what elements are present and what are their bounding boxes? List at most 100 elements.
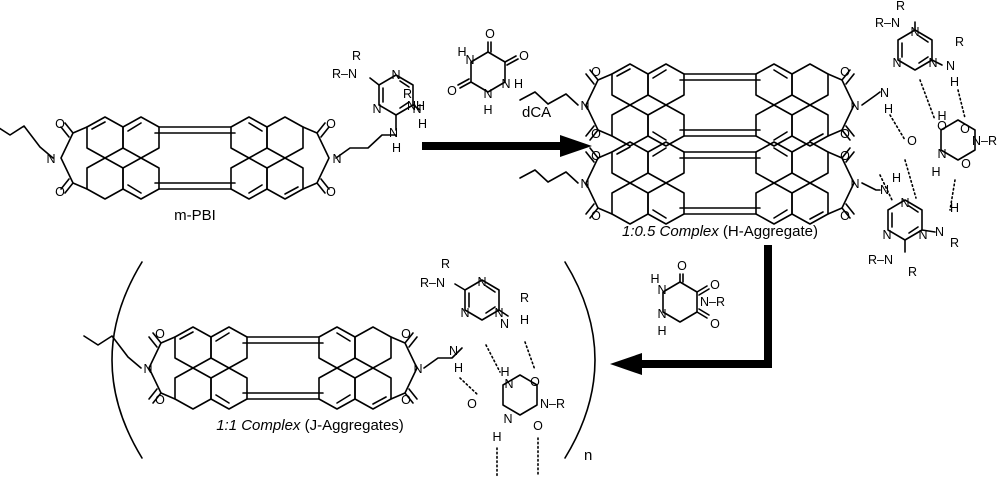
pdi-o: O xyxy=(591,127,601,141)
pdi-o: O xyxy=(840,149,850,163)
amine-n: N xyxy=(946,59,955,73)
cyanurate-n: N xyxy=(503,412,512,426)
amine-r: R xyxy=(403,87,412,101)
triazine-n: N xyxy=(391,68,400,82)
cyanurate-o: O xyxy=(961,157,971,171)
pdi-o: O xyxy=(840,209,850,223)
amine-h: H xyxy=(392,141,401,155)
pdi-o: O xyxy=(155,393,165,407)
arrow-step-2 xyxy=(610,245,772,375)
pdi-n: N xyxy=(413,362,422,376)
triazine-n: N xyxy=(460,306,469,320)
triazine-n: N xyxy=(892,56,901,70)
cyanurate-n: N xyxy=(937,147,946,161)
reagent-dca: O O O N H N H N H dCA xyxy=(447,27,551,121)
bracket-left xyxy=(111,261,143,459)
pdi-o: O xyxy=(591,209,601,223)
amine-h: H xyxy=(950,75,959,89)
complex-1-italic: 1:1 Complex xyxy=(216,417,301,434)
pdi-n: N xyxy=(143,362,152,376)
amine-r: R xyxy=(908,265,917,279)
amine-h: H xyxy=(454,361,463,375)
cyanurate-o: O xyxy=(530,375,540,389)
amine-r-n: R–N xyxy=(875,16,900,30)
amine-r: R xyxy=(950,236,959,250)
amine-h: H xyxy=(892,171,901,185)
dca-h: H xyxy=(514,77,523,91)
dca-o: O xyxy=(519,49,529,63)
amine-n: N xyxy=(880,183,889,197)
cyanurate-h: H xyxy=(492,430,501,444)
dca-n: N xyxy=(483,87,492,101)
m-pbi-molecule: N N O O O O N N N NH R–N R R H N H m-PBI xyxy=(0,49,427,224)
triazine-n: N xyxy=(900,196,909,210)
triazine-n: N xyxy=(494,306,503,320)
pdi-n: N xyxy=(850,177,859,191)
dca-n: N xyxy=(501,77,510,91)
cyanurate-n-r: N–R xyxy=(540,397,565,411)
arrow-step-1 xyxy=(422,135,592,157)
amine-r-n: R–N xyxy=(332,67,357,81)
pdi-n: N xyxy=(580,99,589,113)
pdi-o: O xyxy=(155,327,165,341)
pdi-n: N xyxy=(580,177,589,191)
dca-h: H xyxy=(483,103,492,117)
amine-r-n: R–N xyxy=(868,253,893,267)
complex-05-italic: 1:0.5 Complex xyxy=(622,223,719,240)
pbi-o: O xyxy=(55,185,65,199)
triazine-n: N xyxy=(882,228,891,242)
pbi-o: O xyxy=(55,117,65,131)
cyanurate-o: O xyxy=(907,134,917,148)
amine-n: N xyxy=(880,86,889,100)
cyanurate-o: O xyxy=(677,259,687,273)
cyanurate-h: H xyxy=(937,109,946,123)
complex-1-plain: (J-Aggregates) xyxy=(300,417,403,434)
amine-r-n: R–N xyxy=(420,276,445,290)
amine-h: H xyxy=(950,201,959,215)
cyanurate-n: N xyxy=(504,377,513,391)
cyanurate-h: H xyxy=(657,324,666,338)
pdi-o: O xyxy=(840,65,850,79)
amine-r: R xyxy=(955,35,964,49)
pdi-o: O xyxy=(840,127,850,141)
repeat-n: n xyxy=(584,447,592,464)
bracket-right xyxy=(564,261,596,459)
complex-1-1: n N N O O O O R–N R N N N N H R N H O O … xyxy=(83,257,596,477)
amine-n: N xyxy=(389,126,398,140)
cyanurate-o: O xyxy=(533,419,543,433)
cyanurate-o: O xyxy=(710,317,720,331)
pdi-o: O xyxy=(591,149,601,163)
cyanurate-n-r: N–R xyxy=(972,134,997,148)
cyanurate-h: H xyxy=(931,165,940,179)
pbi-n-right: N xyxy=(332,152,341,166)
pbi-o: O xyxy=(326,117,336,131)
pbi-o: O xyxy=(326,185,336,199)
amine-n: N xyxy=(500,317,509,331)
triazine-n: N xyxy=(412,102,421,116)
cyanurate-h: H xyxy=(500,365,509,379)
complex-1-0-5: N N N N O O O O O O O O R–N R N N N N R … xyxy=(519,0,997,279)
reagent-cyanurate-r: O O O N H N H N–R xyxy=(650,259,725,338)
cyanurate-o: O xyxy=(960,122,970,136)
triazine-n: N xyxy=(477,275,486,289)
cyanurate-n: N xyxy=(657,283,666,297)
amine-n: N xyxy=(449,344,458,358)
cyanurate-o: O xyxy=(710,278,720,292)
cyanurate-n-r: N–R xyxy=(700,295,725,309)
complex-05-plain: (H-Aggregate) xyxy=(719,223,818,240)
amine-nh: NH xyxy=(407,99,425,113)
dca-o: O xyxy=(447,84,457,98)
amine-n: N xyxy=(935,225,944,239)
amine-r: R xyxy=(520,291,529,305)
triazine-n: N xyxy=(372,102,381,116)
cyanurate-o: O xyxy=(467,397,477,411)
pdi-o: O xyxy=(591,65,601,79)
dca-h: H xyxy=(457,45,466,59)
triazine-n: N xyxy=(910,25,919,39)
pdi-n: N xyxy=(850,99,859,113)
amine-h: H xyxy=(884,102,893,116)
complex-1-label: 1:1 Complex (J-Aggregates) xyxy=(216,417,404,434)
dca-n: N xyxy=(465,53,474,67)
triazine-n: N xyxy=(918,228,927,242)
